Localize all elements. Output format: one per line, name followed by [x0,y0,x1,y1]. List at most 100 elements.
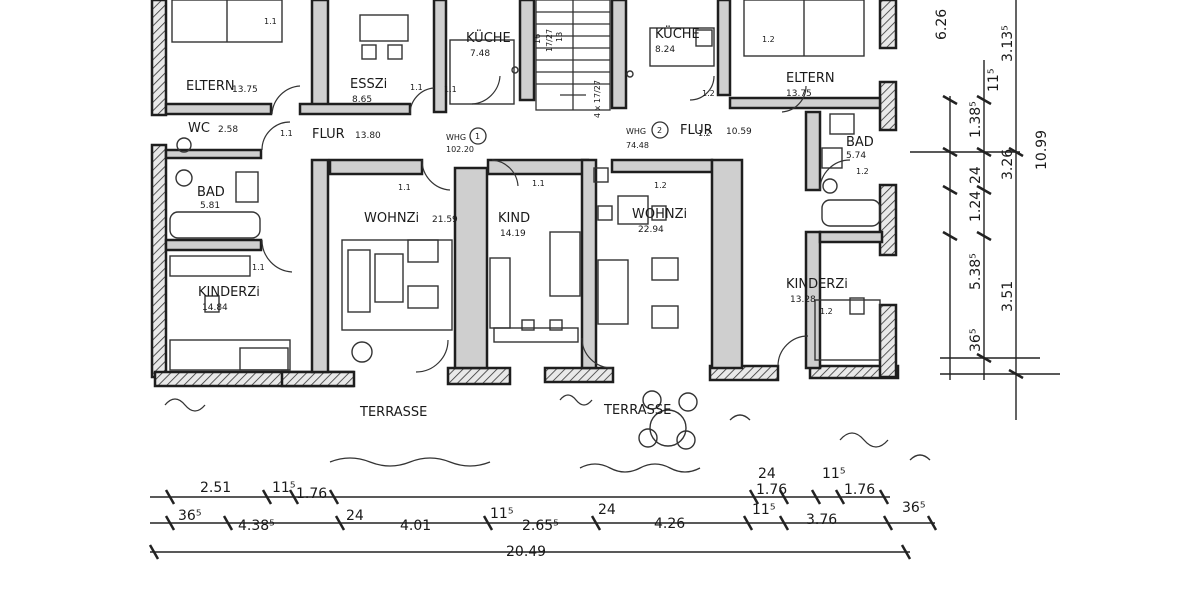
dim-row1-1: 11⁵ [272,480,295,496]
dim-row2-1: 4.38⁵ [238,518,275,534]
room-area-kueche-right: 8.24 [655,45,675,55]
dim-row2-9: 3.76 [806,512,837,528]
interior-walls [164,0,884,374]
dim-row1-4: 1.76 [756,482,787,498]
room-name-bad-right: BAD [846,135,874,150]
dim-row1-0: 2.51 [200,480,231,496]
door-swings [261,75,851,373]
dim-right-middle-2: 5.38⁵ [968,253,984,290]
room-name-kueche-right: KÜCHE [655,25,700,42]
dim-row2-2: 24 [346,508,364,524]
room-name-flur-left: FLUR [312,127,345,142]
dim-right-inner-0: 11⁵ [986,69,1002,92]
terraces: TERRASSE TERRASSE [164,394,931,473]
stair: 16 17/27 13 4 x 17/27 [533,0,611,118]
stair-note-a: 16 [533,34,542,44]
dim-row2-3: 4.01 [400,518,431,534]
dim-row1-2: 1.76 [296,486,327,502]
room-number: 1.2 [698,129,711,138]
room-area-bad-right: 5.74 [846,151,866,161]
room-area-wohnzi-right: 22.94 [638,225,664,235]
dim-right-middle-0: 3.13⁵ [1000,25,1016,62]
terrace-left-label: TERRASSE [359,405,427,420]
room-area-wohnzi-left: 21.59 [432,215,458,225]
dim-row2-7: 4.26 [654,516,685,532]
room-name-wohnzi-left: WOHNZi [364,211,419,226]
room-area-eltern-left: 13.75 [232,85,258,95]
dim-row1-6: 1.76 [844,482,875,498]
unit-circle [469,127,487,145]
room-name-eltern-right: ELTERN [786,71,835,86]
room-number: 1.2 [702,89,715,98]
room-area-kind: 14.19 [500,229,526,239]
unit-label: WHG [446,133,466,142]
room-area-flur-left: 13.80 [355,131,381,141]
room-area-kinderzi-left: 14.84 [202,303,228,313]
stair-note-b: 17/27 [545,29,554,52]
dim-row1-3: 24 [758,466,776,482]
room-number: 1.2 [762,35,775,44]
dim-right-outer-0: 6.26 [934,9,950,40]
dim-right-middle-3: 3.51 [1000,281,1016,312]
dim-row2-5: 2.65⁵ [522,518,559,534]
room-name-kueche-left: KÜCHE [466,29,511,46]
room-name-eltern-left: ELTERN [186,79,235,94]
room-labels: ELTERN 13.75 ESSZi 8.65 KÜCHE 7.48 KÜCHE… [186,25,874,313]
dim-right-outer-1: 10.99 [1034,130,1050,170]
room-name-esszi: ESSZi [350,77,387,92]
dim-right-inner-4: 36⁵ [968,329,984,352]
dim-right-inner-1: 1.38⁵ [968,101,984,138]
unit-area: 74.48 [626,141,649,150]
room-area-bad-left: 5.81 [200,201,220,211]
dim-row2-4: 11⁵ [490,506,513,522]
dim-row2-10: 36⁵ [902,500,925,516]
room-number: 1.2 [654,181,667,190]
bottom-dimensions: 2.51 11⁵ 1.76 24 1.76 11⁵ 1.76 36⁵ 4.38⁵… [148,466,938,560]
room-name-kinderzi-right: KINDERZi [786,277,848,292]
dim-total: 20.49 [506,544,546,560]
room-area-wc: 2.58 [218,125,238,135]
room-numbers: 1.1 1.1 1.1 1.1 1.2 1.2 1.2 1.1 1.2 1.1 … [252,17,869,316]
room-area-flur-right: 10.59 [726,127,752,137]
terrace-right-label: TERRASSE [603,403,671,418]
bathtub-right [821,199,881,227]
unit-circle [651,121,669,139]
room-area-eltern-right: 13.75 [786,89,812,99]
room-area-kueche-left: 7.48 [470,49,490,59]
room-area-kinderzi-right: 13.28 [790,295,816,305]
room-number: 1.1 [444,85,457,94]
unit-area: 102.20 [446,145,474,154]
stair-steps: 4 x 17/27 [593,80,602,118]
dim-row1-5: 11⁵ [822,466,845,482]
dim-row2-0: 36⁵ [178,508,201,524]
room-name-wohnzi-right: WOHNZi [632,207,687,222]
room-name-flur-right: FLUR [680,123,713,138]
room-number: 1.2 [856,167,869,176]
unit-markers: WHG 1 102.20 WHG 2 74.48 [446,121,669,154]
dim-row2-8: 11⁵ [752,502,775,518]
living-room-1-rug [341,239,453,331]
dim-row2-6: 24 [598,502,616,518]
room-number: 1.1 [398,183,411,192]
unit-number: 1 [475,132,480,141]
room-number: 1.1 [252,263,265,272]
dim-right-inner-3: 1.24 [968,191,984,222]
terrace-table [649,409,687,447]
room-name-bad-left: BAD [197,185,225,200]
dining-table [359,14,409,42]
furniture [169,0,881,450]
room-number: 1.2 [820,307,833,316]
room-number: 1.1 [532,179,545,188]
dim-right-inner-2: 24 [968,166,984,184]
unit-number: 2 [657,126,662,135]
room-name-kinderzi-left: KINDERZi [198,285,260,300]
room-number: 1.1 [264,17,277,26]
room-name-kind: KIND [498,211,530,226]
room-name-wc: WC [188,121,210,136]
room-number: 1.1 [410,83,423,92]
dim-right-middle-1: 3.26 [1000,149,1016,180]
bathtub-left [169,211,261,239]
right-dimensions: 6.26 10.99 3.13⁵ 3.26 5.38⁵ 3.51 11⁵ 1.3… [910,0,1060,420]
room-number: 1.1 [280,129,293,138]
